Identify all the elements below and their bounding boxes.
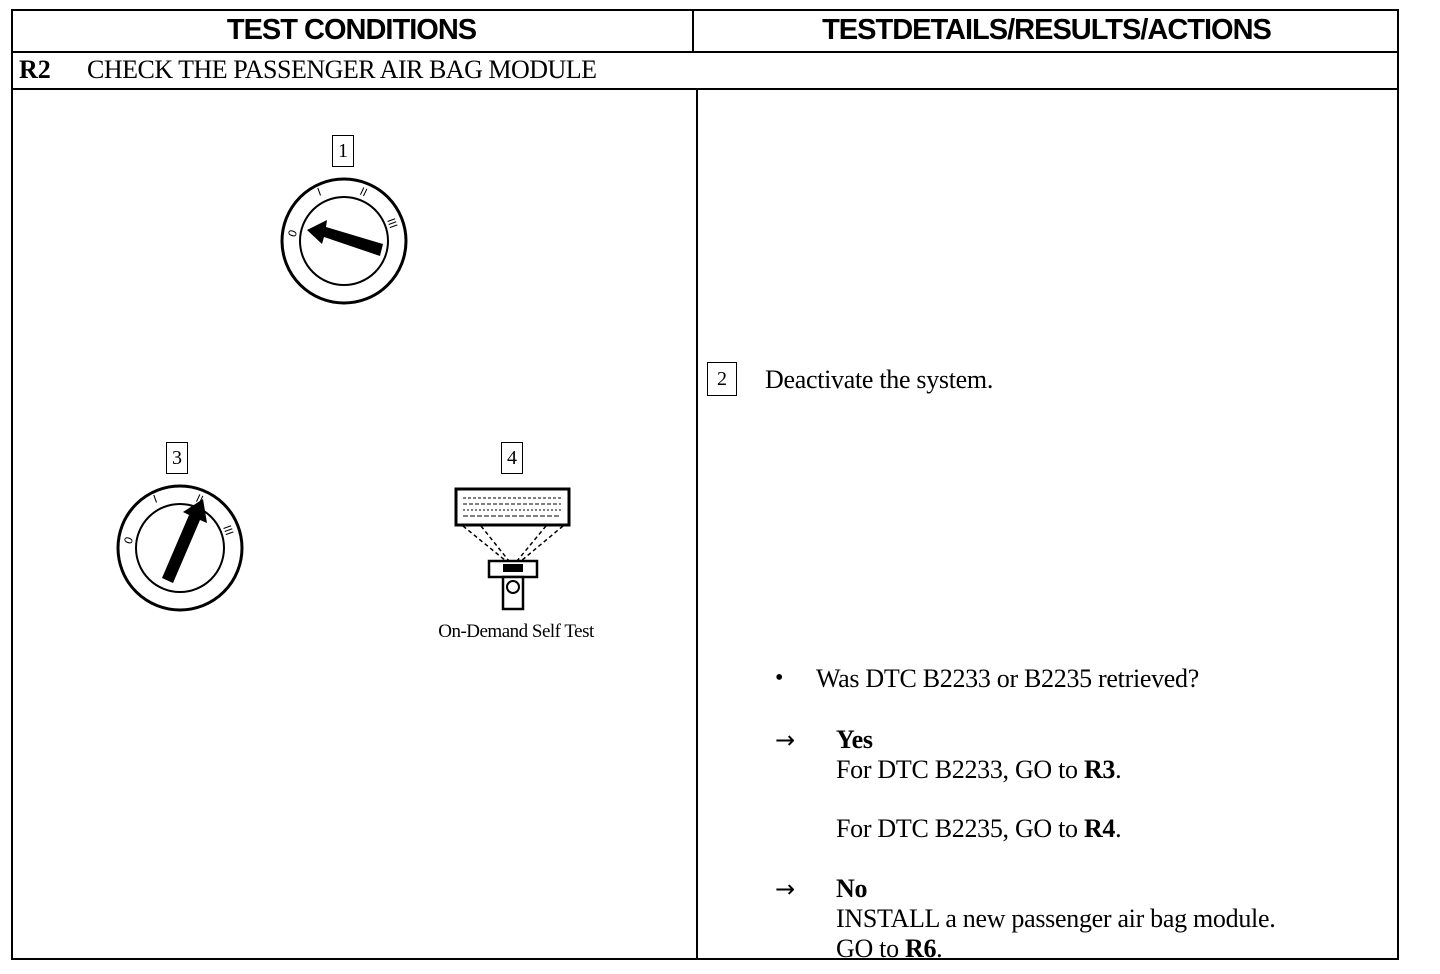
no-action-2-suffix: . bbox=[936, 934, 943, 963]
yes-action-2-text: For DTC B2235, GO to bbox=[836, 814, 1084, 843]
question-bullet: • bbox=[775, 665, 784, 691]
switch-mark-0: 0 bbox=[286, 228, 301, 239]
condition-number-4: 4 bbox=[501, 442, 523, 474]
test-procedure-page: TEST CONDITIONS TESTDETAILS/RESULTS/ACTI… bbox=[11, 9, 1399, 963]
switch-pointer bbox=[162, 499, 207, 583]
yes-action-1: For DTC B2233, GO to R3. bbox=[836, 755, 1122, 785]
no-action-1: INSTALL a new passenger air bag module. bbox=[836, 904, 1276, 933]
yes-action-2: For DTC B2235, GO to R4. bbox=[836, 814, 1122, 844]
header-test-conditions: TEST CONDITIONS bbox=[11, 9, 694, 51]
switch-mark-3: III bbox=[384, 217, 400, 231]
yes-action-1-ref: R3 bbox=[1083, 755, 1116, 784]
no-action-2-text: GO to bbox=[836, 934, 905, 963]
detail-step-number: 2 bbox=[707, 362, 737, 396]
question-text: Was DTC B2233 or B2235 retrieved? bbox=[816, 664, 1199, 693]
yes-action-2-suffix: . bbox=[1115, 814, 1122, 843]
yes-action-1-text: For DTC B2233, GO to bbox=[836, 755, 1084, 784]
yes-label: Yes bbox=[836, 725, 873, 754]
scan-tool-caption: On-Demand Self Test bbox=[438, 621, 594, 642]
test-conditions-column: 1 0 I II III 3 0 I II III 4 bbox=[11, 90, 696, 958]
table-frame bbox=[11, 9, 1399, 960]
step-id: R2 bbox=[19, 55, 51, 84]
step-title-row: R2 CHECK THE PASSENGER AIR BAG MODULE bbox=[11, 53, 1399, 90]
switch-mark-1: I bbox=[316, 185, 324, 198]
yes-action-1-suffix: . bbox=[1115, 755, 1122, 784]
switch-pointer bbox=[307, 220, 383, 256]
ignition-switch-icon: 0 I II III bbox=[116, 484, 244, 612]
no-label: No bbox=[836, 874, 868, 903]
column-divider bbox=[696, 90, 698, 960]
switch-mark-3: III bbox=[220, 524, 236, 538]
switch-mark-2: II bbox=[358, 185, 369, 200]
test-details-column: 2 Deactivate the system. • Was DTC B2233… bbox=[698, 90, 1397, 963]
switch-mark-2: II bbox=[194, 492, 205, 507]
header-test-details: TESTDETAILS/RESULTS/ACTIONS bbox=[822, 13, 1272, 46]
no-action-2: GO to R6. bbox=[836, 934, 943, 964]
condition-number-3: 3 bbox=[166, 442, 188, 474]
table-header-row: TEST CONDITIONS TESTDETAILS/RESULTS/ACTI… bbox=[11, 9, 1399, 53]
ignition-switch-icon: 0 I II III bbox=[280, 177, 408, 305]
scan-tool-icon bbox=[454, 487, 571, 611]
yes-action-2-ref: R4 bbox=[1083, 814, 1116, 843]
step-title: CHECK THE PASSENGER AIR BAG MODULE bbox=[87, 55, 597, 84]
no-action-2-ref: R6 bbox=[904, 934, 937, 963]
yes-arrow-icon: → bbox=[775, 726, 796, 754]
condition-number-1: 1 bbox=[332, 135, 354, 167]
switch-mark-1: I bbox=[152, 492, 160, 505]
switch-mark-0: 0 bbox=[122, 535, 137, 546]
detail-instruction: Deactivate the system. bbox=[765, 365, 994, 394]
no-arrow-icon: → bbox=[775, 875, 796, 903]
